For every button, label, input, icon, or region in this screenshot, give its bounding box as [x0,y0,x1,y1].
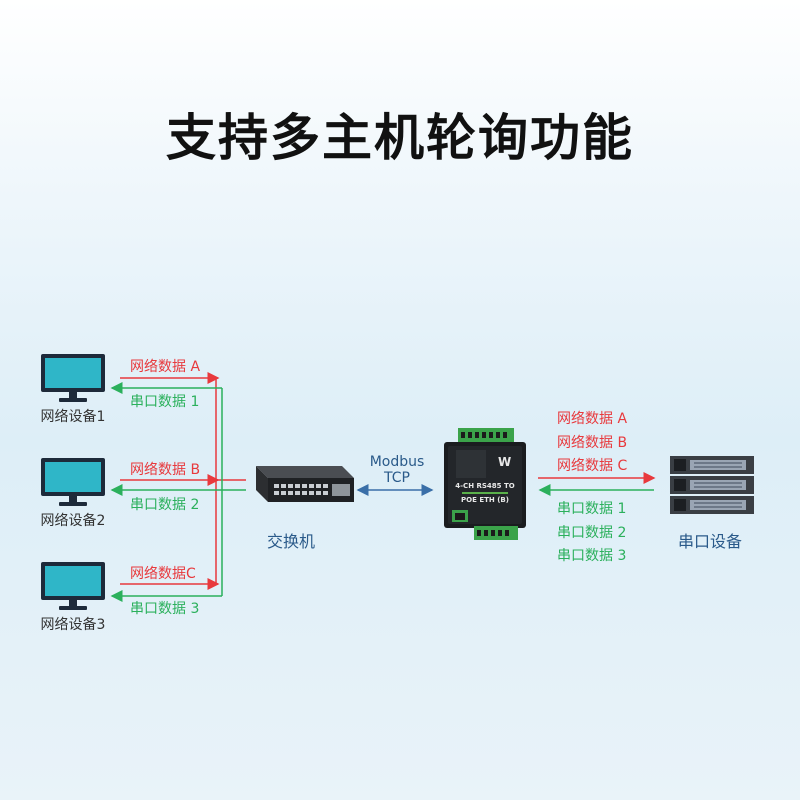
net-data-label: 网络数据 A [557,411,628,427]
serial-data-label: 串口数据 3 [130,601,200,617]
device-label: 网络设备1 [40,409,106,425]
serial-data-label: 串口数据 3 [557,548,627,564]
serial-data-label: 串口数据 1 [557,501,627,517]
device-label: 网络设备3 [40,617,106,633]
network-switch-icon [256,466,354,502]
monitor-icon [41,458,105,506]
switch-label: 交换机 [267,532,316,551]
network-device-1: 网络设备1 [28,352,118,426]
serial-data-label: 串口数据 2 [557,525,627,541]
svg-text:W: W [498,455,511,469]
net-data-label: 网络数据 A [130,359,201,375]
gateway-model-line1: 4-CH RS485 TO [455,482,514,490]
monitor-icon [41,354,105,402]
protocol-label: Modbus TCP [362,454,432,486]
monitor-icon [41,562,105,610]
protocol-line1: Modbus [369,454,425,470]
network-device-2: 网络设备2 [28,456,118,530]
network-device-3: 网络设备3 [28,560,118,634]
serial-data-label: 串口数据 1 [130,394,200,410]
server-rack-icon [670,456,754,514]
page-title: 支持多主机轮询功能 [166,109,634,167]
gateway-model-line2: POE ETH (B) [461,496,509,504]
device-label: 网络设备2 [40,513,106,529]
net-data-label: 网络数据 B [557,435,628,451]
net-data-label: 网络数据 B [130,462,201,478]
serial-device-label: 串口设备 [678,532,743,551]
rs485-gateway-icon: W 4-CH RS485 TO POE ETH (B) [444,428,526,540]
serial-data-lines [110,382,246,602]
net-data-label: 网络数据C [130,566,196,582]
net-data-label: 网络数据 C [557,458,628,474]
network-data-lines [120,372,246,590]
serial-data-label: 串口数据 2 [130,497,200,513]
protocol-line2: TCP [384,470,410,486]
